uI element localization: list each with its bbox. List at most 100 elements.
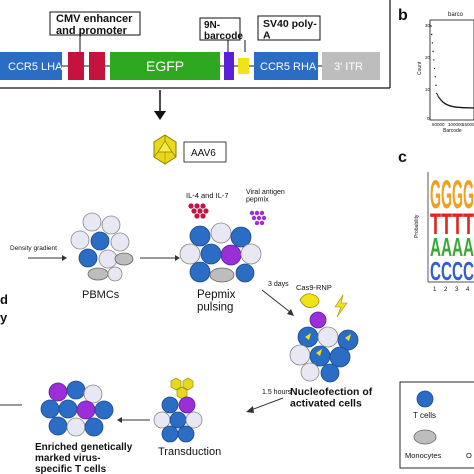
- logo-row-t: TTTT: [430, 208, 474, 241]
- panel-c-ylabel: Probability: [414, 214, 420, 238]
- sv40-callout-label: SV40 poly-A: [263, 18, 317, 42]
- ccr5-lha-label: CCR5 LHA: [8, 61, 63, 73]
- text-line: and promoter: [56, 25, 128, 37]
- aav-particles-icon: [170, 377, 194, 400]
- monocyte-legend-label: Monocytes: [405, 451, 442, 460]
- panel-b-ytick-1: 30: [425, 23, 431, 28]
- barcode-point: [472, 107, 474, 109]
- logo-letters-c: CCCC: [430, 256, 474, 286]
- panel-b-ytick-3: 10: [425, 87, 431, 92]
- sequence-logo: Probability GGGG TTTT AAAA CCCC 1 2 3 4: [414, 172, 474, 293]
- barcode-point: [437, 95, 439, 97]
- cas9-rnp-icon: [299, 293, 320, 308]
- panel-b-letter: b: [398, 7, 408, 24]
- barcode-point: [432, 50, 434, 53]
- text-line: marked virus-: [35, 453, 101, 464]
- panel-b-xtick-2: 100000: [448, 122, 464, 127]
- polya-block: [238, 58, 249, 74]
- tcell-legend-icon: [416, 390, 434, 408]
- transduction-cluster: [153, 396, 203, 443]
- barcode-point: [435, 84, 437, 87]
- text-line: pulsing: [197, 302, 233, 314]
- legend-box: T cells Monocytes O: [399, 381, 474, 469]
- arrow-1-5-hours: [246, 397, 284, 413]
- aav6-icon: [153, 134, 177, 165]
- logo-xtick-2: 2: [444, 287, 448, 293]
- logo-letters-t: TTTT: [430, 208, 474, 241]
- panel-b-chart: barco Count 30 20 10 0 50000 100000 1500…: [417, 12, 474, 134]
- itr-label: 3' ITR: [334, 61, 363, 73]
- barcode-point: [431, 42, 434, 44]
- days-label: 3 days: [268, 281, 289, 288]
- lightning-icon: [334, 294, 348, 318]
- logo-xtick-3: 3: [455, 287, 459, 293]
- text-line: 9N-: [204, 20, 220, 31]
- sv40-callout-box: [257, 15, 321, 41]
- pepmix-dots: [249, 210, 267, 226]
- arrow-to-pepmix: [140, 255, 180, 261]
- arrow-density: [28, 255, 67, 261]
- arrow-to-enriched: [117, 417, 150, 423]
- text-line: Nucleofection of: [290, 386, 373, 398]
- tcell-legend-label: T cells: [413, 411, 436, 420]
- barcode-point: [431, 33, 433, 36]
- pbmc-label: PBMCs: [82, 289, 120, 301]
- itr-block: [322, 52, 380, 80]
- nucleofection-cluster: [289, 311, 359, 383]
- barcode-point: [433, 67, 436, 70]
- barcode-point: [436, 92, 438, 95]
- pepmix-cluster: [179, 222, 262, 283]
- arrow-3-days: [261, 289, 294, 316]
- barcode-callout-box: [199, 17, 241, 41]
- egfp-block: [110, 52, 220, 80]
- panel-b-xlabel: Barcode: [443, 128, 462, 134]
- panel-b-xtick-1: 50000: [432, 122, 445, 127]
- panel-b-ytick-2: 20: [425, 55, 431, 60]
- barcode-point: [436, 94, 439, 96]
- density-gradient-label: Density gradient: [10, 245, 57, 252]
- text-line: pepmix: [246, 197, 269, 204]
- ccr5-rha-label: CCR5 RHA: [260, 61, 317, 73]
- barcode-callout-label: 9N-barcode: [204, 20, 243, 42]
- hours-label: 1.5 hours: [262, 389, 292, 396]
- enriched-cluster: [40, 380, 114, 437]
- cas9-label: Cas9-RNP: [296, 283, 332, 292]
- logo-row-c: CCCC: [430, 256, 474, 286]
- text-line: SV40 poly-: [263, 18, 317, 30]
- left-cut-label-2: y: [0, 310, 8, 325]
- logo-xtick-1: 1: [433, 287, 437, 293]
- text-line: Pepmix: [197, 289, 236, 301]
- text-line: barcode: [204, 31, 243, 42]
- panel-c-letter: c: [398, 149, 407, 166]
- aav6-label: AAV6: [191, 148, 216, 159]
- il-label: IL-4 and IL-7: [186, 191, 229, 200]
- text-line: CMV enhancer: [56, 13, 133, 25]
- barcode-point: [438, 97, 441, 100]
- barcode-point: [438, 96, 440, 99]
- cmv-block-2: [89, 52, 105, 80]
- down-arrow: [154, 90, 166, 120]
- panel-b-ylabel: Count: [417, 61, 423, 75]
- text-line: activated cells: [290, 398, 362, 410]
- panel-b-xtick-3: 150000: [462, 122, 474, 127]
- text-line: A: [263, 30, 271, 42]
- logo-letters-a: AAAA: [430, 232, 474, 262]
- logo-row-g: GGGG: [430, 173, 474, 217]
- panel-b-ytick-4: 0: [427, 116, 430, 121]
- barcode-block: [224, 52, 234, 80]
- logo-row-a: AAAA: [430, 232, 474, 262]
- cmv-callout-box: [49, 11, 141, 36]
- text-line: Enriched genetically: [35, 442, 133, 453]
- left-cut-label-1: d: [0, 292, 8, 307]
- text-line: Viral antigen: [246, 189, 285, 196]
- cmv-block-1: [68, 52, 84, 80]
- other-legend-label: O: [466, 451, 472, 460]
- barcode-point: [434, 76, 436, 78]
